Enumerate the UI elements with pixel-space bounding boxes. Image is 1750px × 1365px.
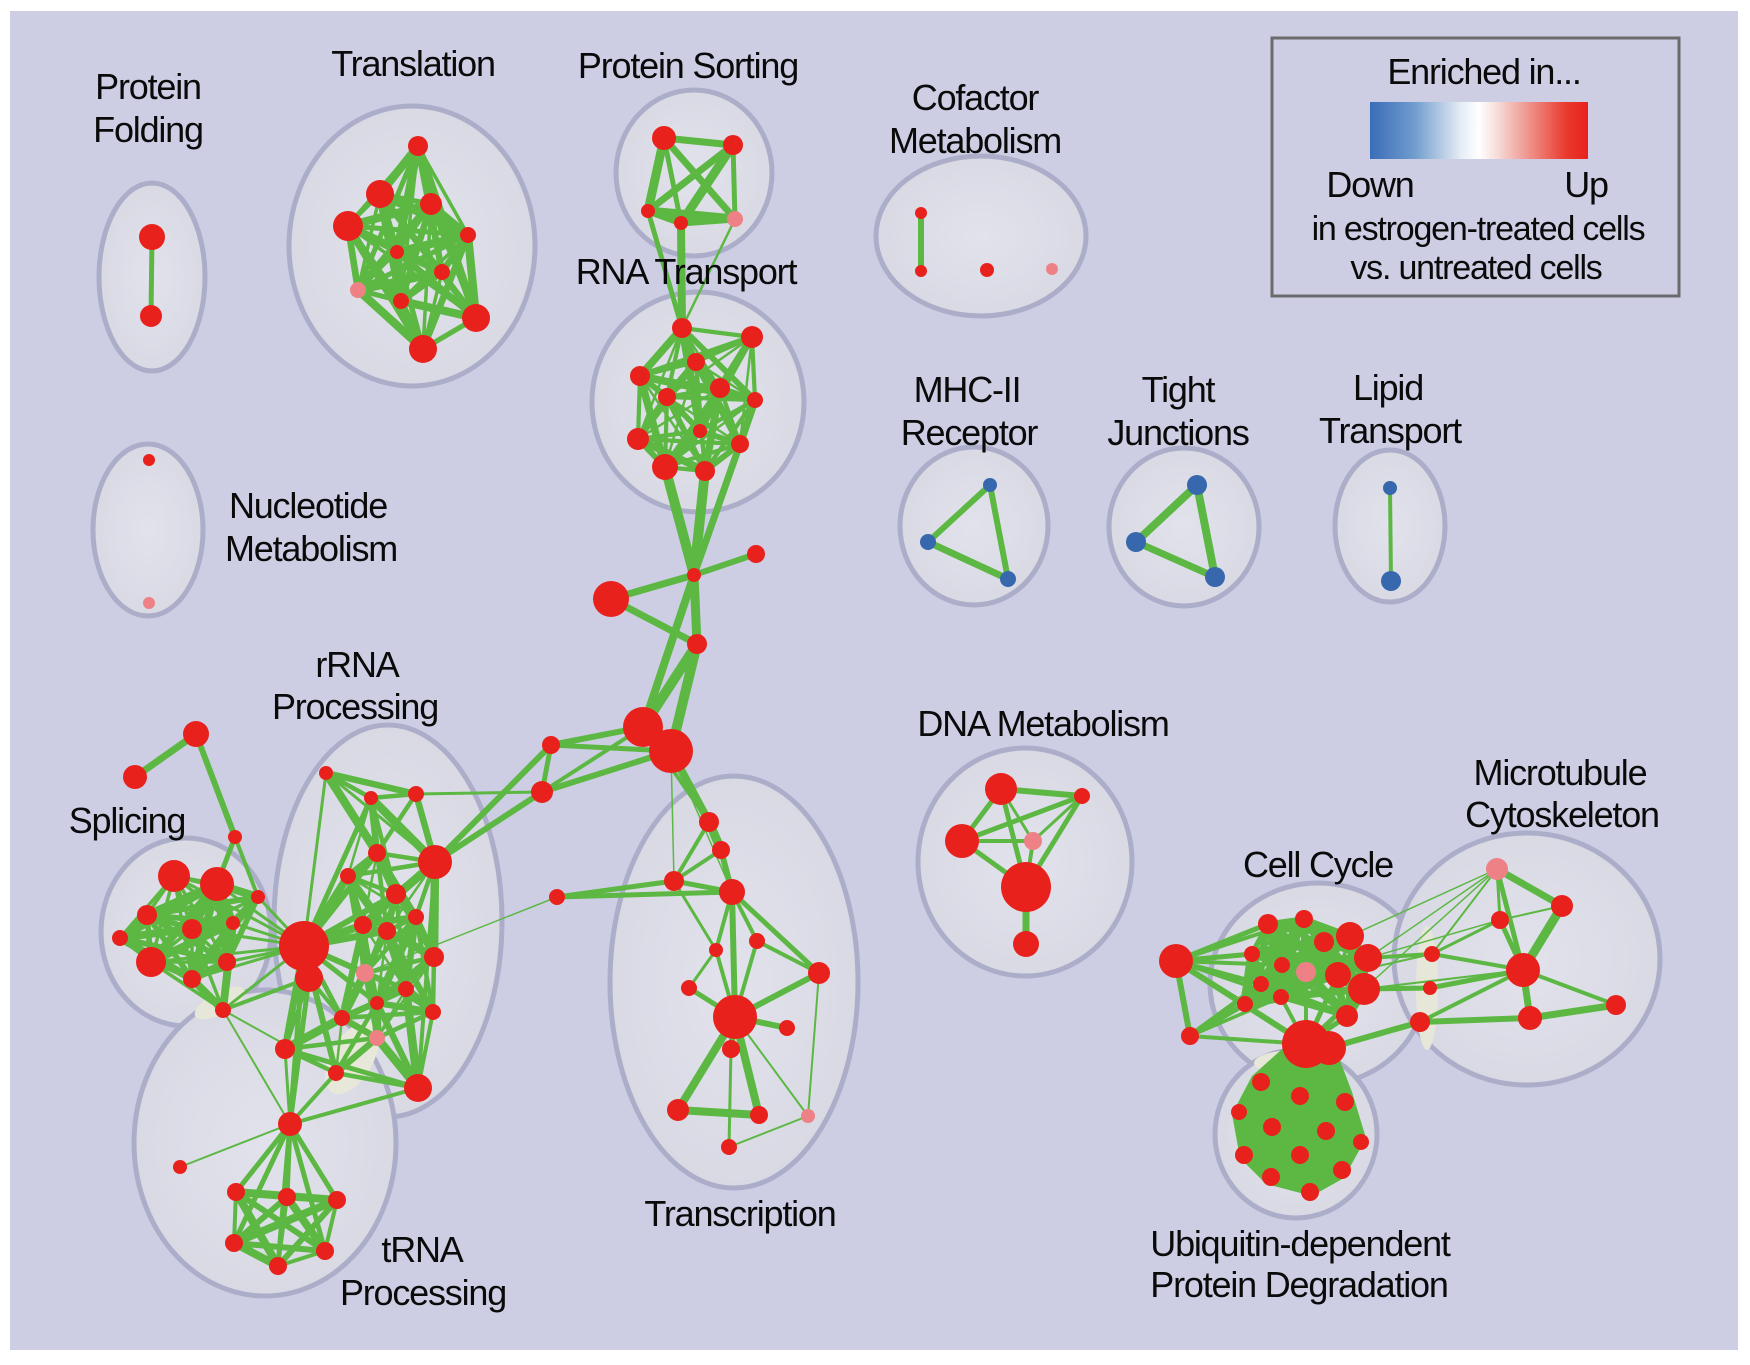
svg-text:Lipid: Lipid xyxy=(1353,367,1423,408)
svg-text:Transport: Transport xyxy=(1319,410,1462,451)
svg-text:Down: Down xyxy=(1326,164,1413,205)
svg-text:MHC-II: MHC-II xyxy=(914,369,1021,410)
svg-text:Protein Sorting: Protein Sorting xyxy=(578,45,798,86)
svg-text:Nucleotide: Nucleotide xyxy=(229,485,387,526)
svg-text:Processing: Processing xyxy=(340,1272,506,1313)
svg-text:Folding: Folding xyxy=(93,109,203,150)
svg-text:Microtubule: Microtubule xyxy=(1474,752,1647,793)
svg-text:Transcription: Transcription xyxy=(644,1193,835,1234)
svg-text:RNA Transport: RNA Transport xyxy=(576,251,798,292)
svg-text:Ubiquitin-dependent: Ubiquitin-dependent xyxy=(1150,1223,1451,1264)
svg-text:Protein Degradation: Protein Degradation xyxy=(1150,1264,1447,1305)
svg-text:Cofactor: Cofactor xyxy=(912,77,1040,118)
svg-text:Processing: Processing xyxy=(272,686,438,727)
svg-text:Tight: Tight xyxy=(1142,369,1216,410)
svg-text:Metabolism: Metabolism xyxy=(225,528,397,569)
svg-text:Enriched in...: Enriched in... xyxy=(1387,51,1580,92)
svg-text:vs. untreated cells: vs. untreated cells xyxy=(1350,249,1601,287)
svg-text:Splicing: Splicing xyxy=(69,800,185,841)
svg-text:in estrogen-treated cells: in estrogen-treated cells xyxy=(1312,210,1645,248)
svg-text:Junctions: Junctions xyxy=(1107,412,1248,453)
svg-text:Receptor: Receptor xyxy=(901,412,1039,453)
svg-text:tRNA: tRNA xyxy=(381,1229,463,1270)
svg-text:Cell Cycle: Cell Cycle xyxy=(1243,844,1393,885)
svg-text:Protein: Protein xyxy=(95,66,201,107)
svg-text:Up: Up xyxy=(1564,164,1608,205)
svg-text:rRNA: rRNA xyxy=(315,644,399,685)
svg-text:Translation: Translation xyxy=(331,43,495,84)
svg-text:DNA Metabolism: DNA Metabolism xyxy=(917,703,1168,744)
svg-text:Cytoskeleton: Cytoskeleton xyxy=(1465,794,1659,835)
svg-text:Metabolism: Metabolism xyxy=(889,120,1061,161)
